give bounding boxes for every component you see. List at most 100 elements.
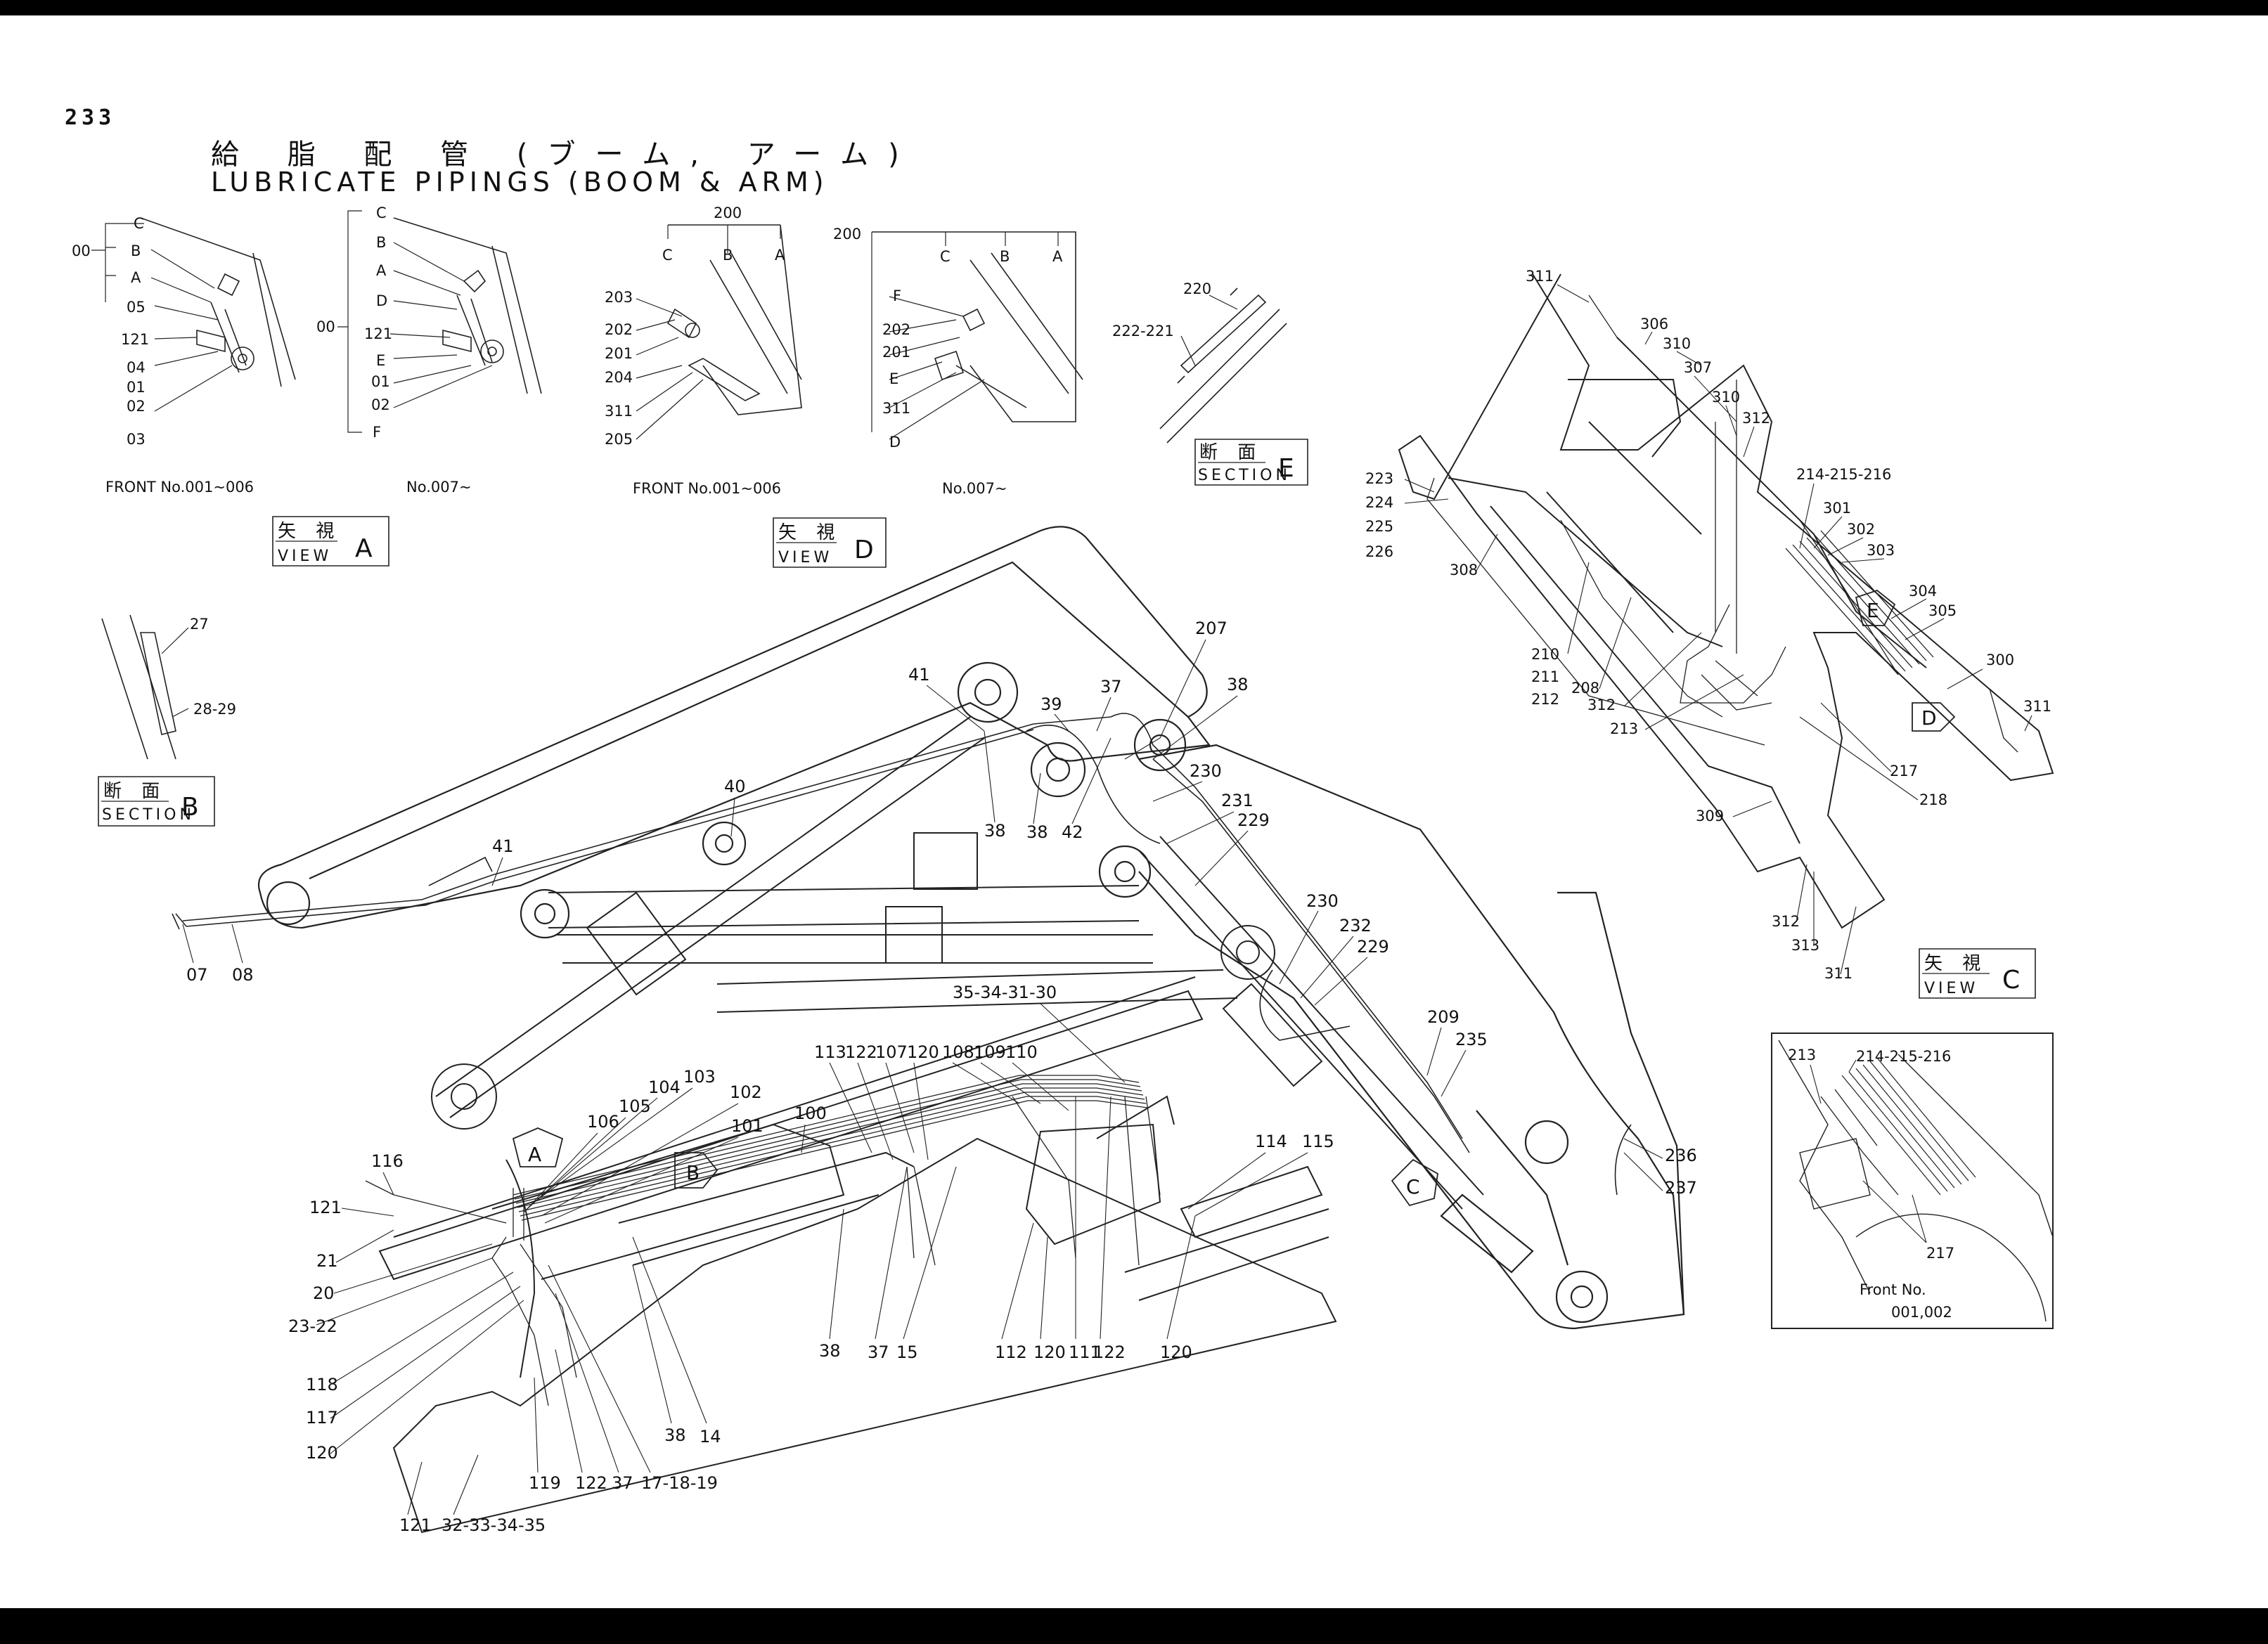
view-c-callout-4: 310: [1712, 389, 1740, 406]
boom-cylinder: [432, 717, 984, 1129]
view-c-callout-30: 311: [1824, 965, 1853, 982]
view-d1-callout-7: 204: [605, 369, 633, 386]
arm-callout-40: 32-33-34-35: [442, 1515, 546, 1535]
view-d2-callout-8: 311: [882, 400, 910, 417]
view-c-callouts: 311 306 310 307 310 312 214-215-216 301 …: [1365, 268, 2051, 982]
caption-front-001-006-d: FRONT No.001~006: [633, 480, 781, 497]
view-c-callout-1: 306: [1640, 316, 1668, 332]
inset-callout-2: 217: [1926, 1245, 1954, 1262]
view-d-letter: D: [854, 536, 874, 564]
view-c-callout-9: 303: [1867, 542, 1895, 559]
arm-callout-39: 121: [399, 1515, 432, 1535]
view-d1-callout-4: 203: [605, 289, 633, 306]
view-a1-callout-3: A: [131, 269, 141, 286]
arm-callout-17: 116: [371, 1151, 404, 1171]
section-b-letter: B: [181, 793, 199, 822]
arm-callout-31: 122: [1093, 1342, 1126, 1362]
view-d1-callout-2: B: [723, 247, 733, 264]
view-c-callout-26: 218: [1919, 791, 1947, 808]
boom-callout-6: 38: [984, 821, 1006, 841]
arm-callout-9: 104: [648, 1077, 681, 1097]
view-d1-callout-8: 311: [605, 403, 633, 420]
view-c-callout-2: 310: [1663, 335, 1691, 352]
view-c-callout-13: 311: [2023, 698, 2051, 715]
arrow-marker-b: B: [686, 1161, 700, 1184]
boom-callout-2: 39: [1040, 694, 1062, 714]
view-a2-callout-4: 00: [316, 318, 335, 335]
view-c-callout-0: 311: [1526, 268, 1554, 285]
view-d1-callouts: 200 C B A 203 202 201 204 311 205: [605, 205, 785, 448]
view-a2-callout-5: 121: [364, 325, 392, 342]
boom-callout-4: 38: [1227, 675, 1249, 694]
view-c-callout-18: 308: [1450, 562, 1478, 578]
view-c-callout-7: 301: [1823, 500, 1851, 517]
drawing-sheet: 233 給 脂 配 管 (ブーム, アーム) LUBRICATE PIPINGS…: [0, 15, 2268, 1608]
view-a1-callout-6: 04: [127, 359, 146, 376]
boom-callout-5: 40: [724, 777, 746, 796]
view-d-label: 矢 視 VIEW D: [773, 518, 886, 567]
section-e-en: SECTION: [1198, 467, 1291, 484]
boom-callout-12: 229: [1237, 810, 1270, 830]
view-d-en: VIEW: [778, 549, 832, 567]
view-d2-callout-4: F: [893, 287, 901, 304]
view-d-jp: 矢 視: [778, 522, 842, 543]
view-a1-callout-8: 02: [127, 398, 146, 415]
arm-callout-1: 113: [814, 1042, 846, 1062]
view-c-leaders: [1405, 285, 2032, 974]
boom-callout-15: 229: [1357, 937, 1389, 957]
view-d2-callout-0: 200: [833, 226, 861, 242]
view-c-callout-10: 304: [1909, 583, 1937, 600]
view-c-callout-28: 312: [1772, 913, 1800, 930]
view-a2-sketch: [394, 218, 541, 394]
boom-callouts: 41 207 39 37 38 40 38 38 42 41 230 231 2…: [186, 619, 1697, 1198]
boom-callout-10: 230: [1190, 761, 1222, 781]
section-b-sketch: [102, 615, 176, 759]
section-e-jp: 断 面: [1199, 442, 1263, 463]
arm-callout-19: 21: [316, 1251, 338, 1271]
arm-cylinders: [548, 833, 1275, 1012]
arrow-markers: A B C D E: [513, 590, 1954, 1205]
section-b-callouts: 27 28-29: [162, 616, 236, 718]
view-a1-callout-9: 03: [127, 431, 146, 448]
arm-callout-14: 100: [794, 1103, 827, 1123]
section-b-callout-0: 27: [190, 616, 209, 633]
view-a2-callouts: C B A D 00 121 E 01 02 F: [316, 205, 492, 441]
view-c-callout-12: 300: [1986, 652, 2014, 668]
boom-callout-3: 37: [1100, 677, 1122, 697]
view-a-label: 矢 視 VIEW A: [273, 517, 389, 566]
view-a1-callout-5: 121: [121, 331, 149, 348]
view-d1-callout-9: 205: [605, 431, 633, 448]
view-c-callout-20: 211: [1531, 668, 1559, 685]
view-d2-callout-1: C: [940, 248, 951, 265]
view-c-callout-11: 305: [1928, 602, 1957, 619]
view-a1-callouts: C 00 B A 05 121 04 01 02 03: [72, 215, 232, 448]
view-a1-callout-1: 00: [72, 242, 91, 259]
view-c-callout-23: 312: [1587, 697, 1616, 713]
view-a1-callout-2: B: [131, 242, 141, 259]
arrow-marker-c: C: [1406, 1175, 1420, 1198]
page-number: 233: [65, 105, 116, 130]
view-d2-sketch: [872, 232, 1083, 422]
section-e-callout-1: 222-221: [1112, 323, 1174, 339]
arm-callout-30: 111: [1069, 1342, 1101, 1362]
bucket-cylinder: [1139, 836, 1483, 1209]
section-b-callout-1: 28-29: [193, 701, 236, 718]
view-a2-callout-9: F: [373, 424, 381, 441]
view-a-letter: A: [355, 534, 373, 563]
view-c-callout-6: 214-215-216: [1796, 466, 1891, 483]
view-c-callout-22: 208: [1571, 680, 1599, 697]
view-d1-callout-1: C: [662, 247, 673, 264]
captions: FRONT No.001~006 No.007~ FRONT No.001~00…: [105, 479, 1952, 1321]
arm-callout-22: 118: [306, 1375, 338, 1394]
view-c-callout-27: 309: [1696, 808, 1724, 824]
arm-callout-16: 115: [1302, 1132, 1334, 1151]
boom-callout-1: 207: [1195, 619, 1228, 638]
boom-callout-16: 209: [1427, 1007, 1460, 1027]
view-d1-callout-6: 201: [605, 345, 633, 362]
boom-callout-9: 41: [492, 836, 514, 856]
arm-callout-12: 102: [730, 1082, 762, 1102]
view-d2-callouts: 200 C B A F 202 201 E 311 D: [833, 226, 1063, 451]
view-c-callout-29: 313: [1791, 937, 1819, 954]
boom-callout-21: 08: [232, 965, 254, 985]
